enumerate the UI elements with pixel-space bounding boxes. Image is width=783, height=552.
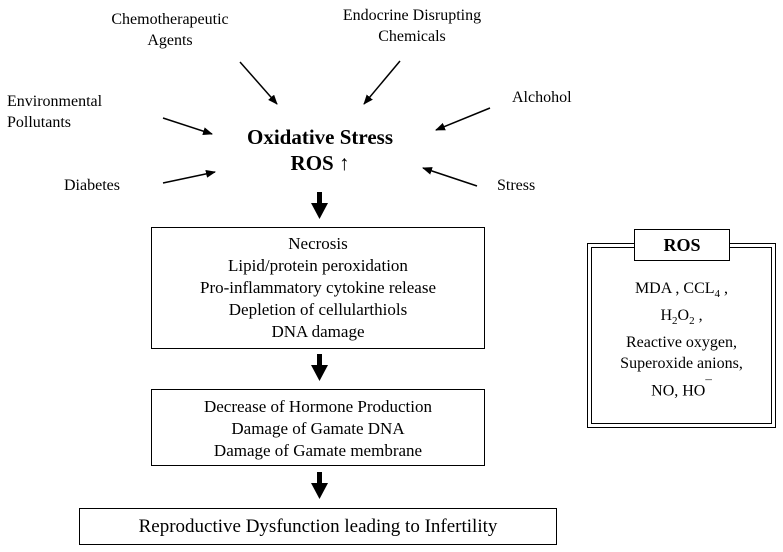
arrow-environmental: [162, 117, 213, 136]
flow-arrow-1: [311, 192, 328, 219]
ros-line-superoxide: Superoxide anions,: [620, 355, 743, 373]
arrow-chemotherapeutic: [239, 61, 278, 105]
ros-panel-title: ROS: [634, 229, 730, 261]
ros-line2-tail: ,: [694, 307, 703, 325]
outcome-box: Reproductive Dysfunction leading to Infe…: [79, 508, 557, 545]
ros-no-ho-text: NO, HO: [651, 382, 706, 400]
ros-mda-text: MDA , CCL: [634, 280, 715, 297]
ros-o-text: O: [677, 307, 690, 325]
ros-line-no-ho: NO, HO¯: [588, 374, 775, 401]
up-arrow-icon: ↑: [338, 151, 350, 175]
arrow-diabetes: [162, 169, 216, 184]
factor-chemotherapeutic-line1: Chemotherapeutic: [111, 11, 229, 28]
factor-endocrine-line1: Endocrine Disrupting: [342, 7, 482, 24]
factor-alcohol: Alchohol: [512, 89, 572, 106]
ros-o2-subscript: 2: [689, 315, 695, 328]
factor-endocrine-disrupting-chemicals: Endocrine Disrupting Chemicals: [312, 5, 512, 47]
factor-environmental-line2: Pollutants: [7, 114, 72, 131]
factor-endocrine-line2: Chemicals: [378, 28, 446, 45]
factor-diabetes: Diabetes: [64, 177, 120, 194]
flow-arrow-2: [311, 354, 328, 381]
effect-necrosis: Necrosis: [288, 234, 348, 253]
ros-panel: MDA , CCL4 , H2O2 , Reactive oxygen, Sup…: [587, 243, 776, 428]
flow-arrow-3: [311, 472, 328, 499]
ros-line-reactive-oxygen: Reactive oxygen,: [625, 334, 738, 352]
outcome-text: Reproductive Dysfunction leading to Infe…: [138, 515, 498, 537]
factor-chemotherapeutic-agents: Chemotherapeutic Agents: [80, 9, 260, 51]
oxidative-stress-heading: Oxidative Stress ROS ↑: [220, 124, 420, 176]
ros-line-h2o2: H2O2 ,: [588, 305, 775, 332]
arrow-stress: [422, 167, 478, 187]
effect-dna-damage: DNA damage: [271, 322, 365, 341]
effect-cytokine-release: Pro-inflammatory cytokine release: [199, 278, 437, 297]
factor-chemotherapeutic-line2: Agents: [147, 32, 193, 49]
arrow-alcohol: [435, 107, 491, 131]
ros-h2-subscript: 2: [672, 315, 678, 328]
effect-lipid-protein-peroxidation: Lipid/protein peroxidation: [228, 256, 408, 275]
arrow-endocrine: [363, 60, 401, 105]
consequences-box: Decrease of Hormone Production Damage of…: [151, 389, 485, 466]
ros-label: ROS: [290, 151, 334, 175]
ros-line1-tail: ,: [720, 280, 729, 297]
factor-environmental-pollutants: Environmental Pollutants: [7, 91, 102, 133]
ros-ho-superscript: ¯: [705, 377, 712, 393]
factor-environmental-line1: Environmental: [7, 93, 103, 110]
ros-panel-content: MDA , CCL4 , H2O2 , Reactive oxygen, Sup…: [588, 278, 775, 402]
effect-depletion-thiols: Depletion of cellularthiols: [228, 300, 408, 319]
ros-line-mda-ccl4: MDA , CCL4 ,: [588, 278, 775, 305]
ros-increase-label: ROS ↑: [220, 150, 420, 176]
ros-h-text: H: [660, 307, 672, 325]
factor-stress: Stress: [497, 177, 536, 194]
consequence-hormone: Decrease of Hormone Production: [203, 397, 432, 416]
oxidative-stress-title: Oxidative Stress: [246, 125, 394, 149]
consequence-gamate-membrane: Damage of Gamate membrane: [213, 441, 423, 460]
effects-box: Necrosis Lipid/protein peroxidation Pro-…: [151, 227, 485, 349]
ros-ccl4-subscript: 4: [714, 288, 721, 301]
consequence-gamate-dna: Damage of Gamate DNA: [231, 419, 405, 438]
